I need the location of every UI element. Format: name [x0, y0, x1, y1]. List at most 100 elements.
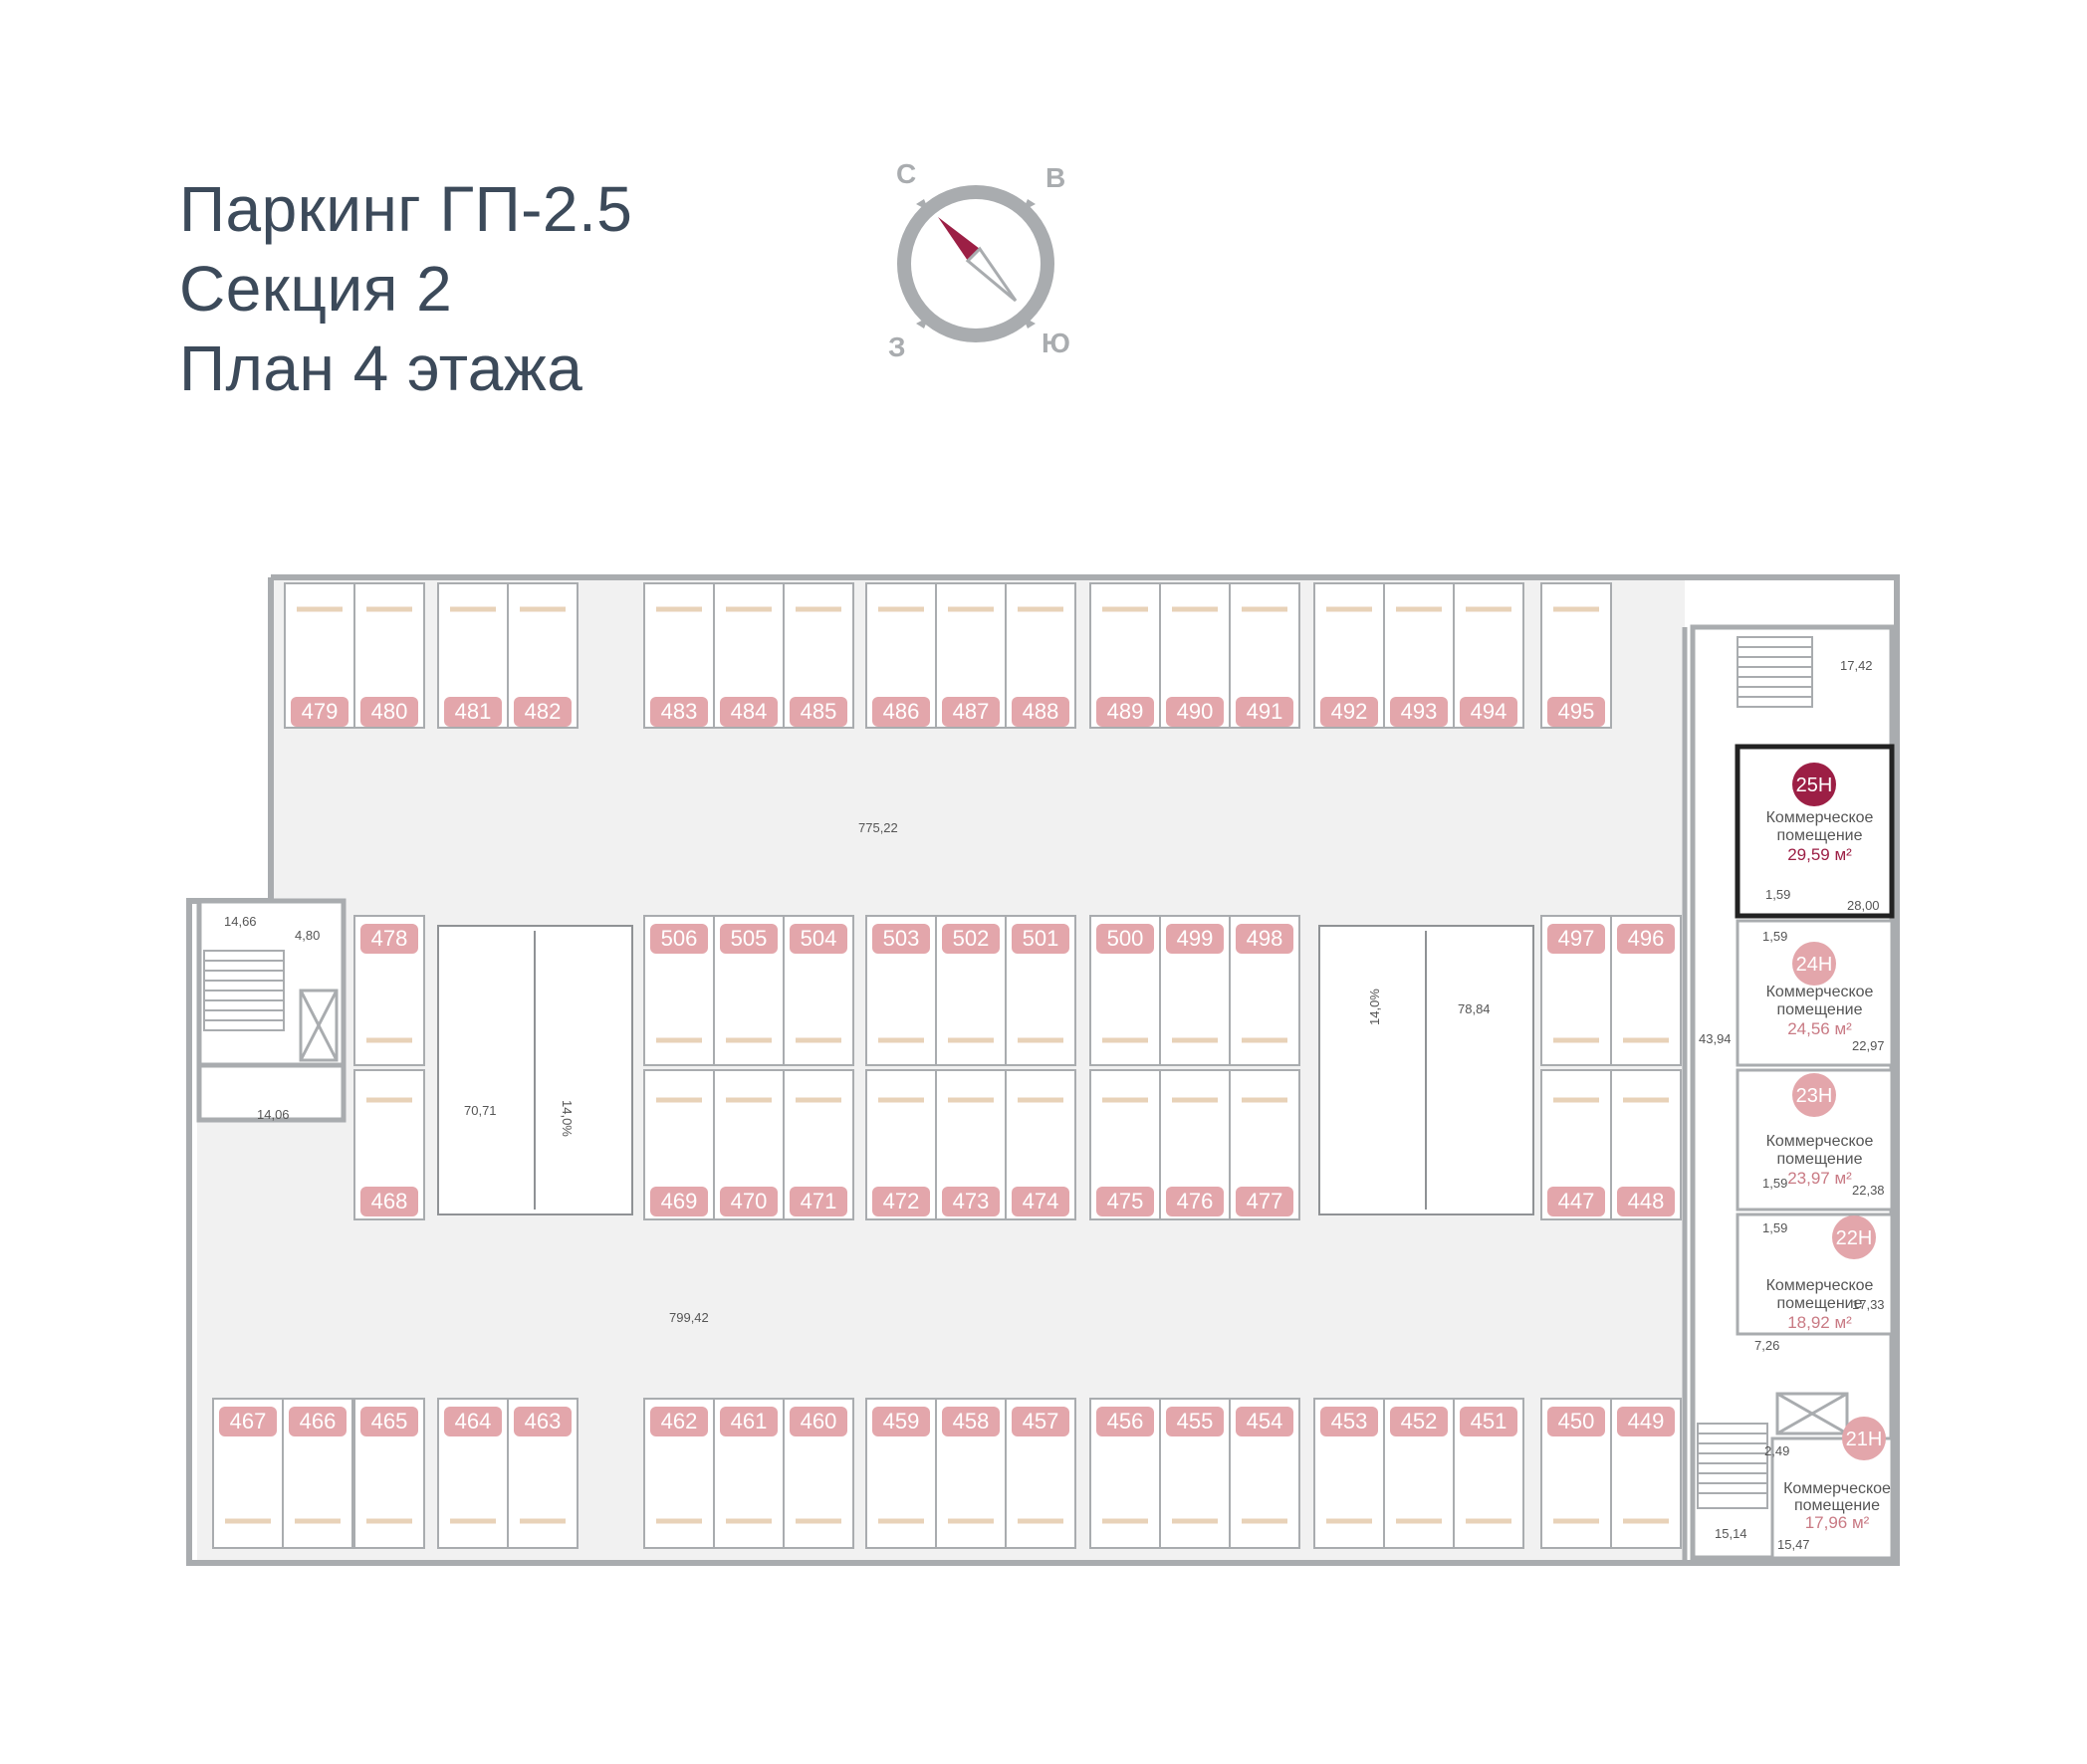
parking-space[interactable]: 489	[1089, 582, 1161, 729]
parking-space[interactable]: 498	[1229, 915, 1300, 1066]
space-number: 495	[1558, 699, 1595, 724]
unit-area: 24,56 м²	[1787, 1019, 1852, 1038]
parking-space[interactable]: 470	[713, 1069, 785, 1220]
corridor-right-area: 43,94	[1699, 1031, 1732, 1046]
parking-space[interactable]: 467	[212, 1398, 284, 1549]
space-label-badge	[289, 1407, 347, 1436]
right-ramp-slope: 14,0%	[1367, 989, 1382, 1025]
space-label-badge	[1012, 1407, 1069, 1436]
unit-label-line2: помещение	[1776, 1151, 1862, 1168]
parking-space[interactable]: 448	[1610, 1069, 1682, 1220]
parking-space[interactable]: 505	[713, 915, 785, 1066]
space-label-badge	[650, 697, 708, 727]
closet-25-area: 1,59	[1765, 887, 1790, 902]
parking-space[interactable]: 492	[1313, 582, 1385, 729]
space-number: 447	[1558, 1189, 1595, 1213]
parking-space[interactable]: 478	[353, 915, 425, 1066]
parking-space[interactable]: 476	[1159, 1069, 1231, 1220]
parking-space[interactable]: 504	[783, 915, 854, 1066]
parking-space[interactable]: 447	[1540, 1069, 1612, 1220]
space-label-badge	[1166, 924, 1224, 954]
space-label-badge	[1166, 1407, 1224, 1436]
parking-space[interactable]: 466	[282, 1398, 353, 1549]
parking-space[interactable]: 460	[783, 1398, 854, 1549]
parking-space[interactable]: 484	[713, 582, 785, 729]
parking-space[interactable]: 472	[865, 1069, 937, 1220]
parking-space[interactable]: 451	[1453, 1398, 1524, 1549]
parking-space[interactable]: 456	[1089, 1398, 1161, 1549]
top-aisle-area: 775,22	[858, 820, 898, 835]
parking-space[interactable]: 457	[1005, 1398, 1076, 1549]
parking-space[interactable]: 458	[935, 1398, 1007, 1549]
parking-space[interactable]: 459	[865, 1398, 937, 1549]
space-label-badge	[360, 1407, 418, 1436]
parking-space[interactable]: 487	[935, 582, 1007, 729]
space-number: 498	[1247, 926, 1283, 951]
space-number: 506	[661, 926, 698, 951]
parking-space[interactable]: 449	[1610, 1398, 1682, 1549]
parking-space[interactable]: 500	[1089, 915, 1161, 1066]
vestibule-right-area: 7,26	[1754, 1338, 1779, 1353]
parking-space[interactable]: 473	[935, 1069, 1007, 1220]
parking-space[interactable]: 461	[713, 1398, 785, 1549]
space-number: 490	[1177, 699, 1214, 724]
parking-space[interactable]: 482	[507, 582, 579, 729]
parking-space[interactable]: 499	[1159, 915, 1231, 1066]
parking-space[interactable]: 452	[1383, 1398, 1455, 1549]
unit-id: 22Н	[1836, 1227, 1873, 1249]
space-number: 457	[1023, 1409, 1059, 1433]
parking-space[interactable]: 493	[1383, 582, 1455, 729]
parking-space[interactable]: 477	[1229, 1069, 1300, 1220]
parking-space[interactable]: 501	[1005, 915, 1076, 1066]
parking-space[interactable]: 488	[1005, 582, 1076, 729]
parking-space[interactable]: 491	[1229, 582, 1300, 729]
corridor-22-area: 17,33	[1852, 1297, 1885, 1312]
parking-space[interactable]: 468	[353, 1069, 425, 1220]
space-label-badge	[1460, 697, 1517, 727]
parking-space[interactable]: 463	[507, 1398, 579, 1549]
corridor-25-area: 28,00	[1847, 898, 1880, 913]
parking-space[interactable]: 469	[643, 1069, 715, 1220]
space-label-badge	[1390, 697, 1448, 727]
parking-space[interactable]: 462	[643, 1398, 715, 1549]
space-number: 502	[953, 926, 990, 951]
parking-space[interactable]: 481	[437, 582, 509, 729]
parking-space[interactable]: 479	[284, 582, 355, 729]
parking-space[interactable]: 490	[1159, 582, 1231, 729]
parking-space[interactable]: 474	[1005, 1069, 1076, 1220]
space-label-badge	[360, 1187, 418, 1216]
parking-space[interactable]: 450	[1540, 1398, 1612, 1549]
parking-space[interactable]: 495	[1540, 582, 1612, 729]
parking-space[interactable]: 486	[865, 582, 937, 729]
parking-space[interactable]: 480	[353, 582, 425, 729]
parking-space[interactable]: 464	[437, 1398, 509, 1549]
parking-space[interactable]: 506	[643, 915, 715, 1066]
parking-space[interactable]: 497	[1540, 915, 1612, 1066]
parking-space[interactable]: 485	[783, 582, 854, 729]
parking-space[interactable]: 483	[643, 582, 715, 729]
space-label-badge	[1012, 924, 1069, 954]
space-number: 456	[1107, 1409, 1144, 1433]
parking-space[interactable]: 455	[1159, 1398, 1231, 1549]
parking-space[interactable]: 454	[1229, 1398, 1300, 1549]
space-label-badge	[650, 1407, 708, 1436]
space-number: 475	[1107, 1189, 1144, 1213]
parking-space[interactable]: 494	[1453, 582, 1524, 729]
space-label-badge	[1547, 924, 1605, 954]
parking-space[interactable]: 465	[353, 1398, 425, 1549]
parking-space[interactable]: 496	[1610, 915, 1682, 1066]
parking-space[interactable]: 453	[1313, 1398, 1385, 1549]
parking-space[interactable]: 475	[1089, 1069, 1161, 1220]
parking-space[interactable]: 503	[865, 915, 937, 1066]
parking-space[interactable]: 471	[783, 1069, 854, 1220]
space-label-badge	[720, 1407, 778, 1436]
title-line-floor: План 4 этажа	[179, 332, 583, 404]
space-label-badge	[942, 1407, 1000, 1436]
space-label-badge	[1390, 1407, 1448, 1436]
parking-space[interactable]: 502	[935, 915, 1007, 1066]
